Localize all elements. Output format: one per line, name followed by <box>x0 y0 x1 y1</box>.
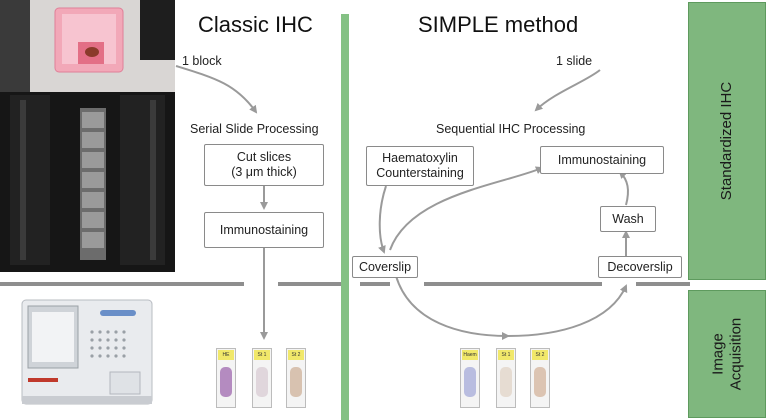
simple-slide-2: St 1 <box>496 348 516 408</box>
slide-label: St 2 <box>288 350 304 360</box>
wash-box: Wash <box>600 206 656 232</box>
cut-slices-box: Cut slices (3 μm thick) <box>204 144 324 186</box>
classic-slide-2: St 1 <box>252 348 272 408</box>
slide-tissue <box>500 367 512 397</box>
side-label-acquisition: Acquisition <box>726 317 744 391</box>
row-separator <box>0 282 690 286</box>
slide-tissue <box>256 367 268 397</box>
simple-method-title: SIMPLE method <box>418 12 579 37</box>
tissue-block-photo <box>54 7 124 73</box>
slide-tissue <box>290 367 302 397</box>
slide-scanner-photo <box>0 292 175 420</box>
slide-label: HE <box>218 350 234 360</box>
slide-label: Haem <box>462 350 478 360</box>
method-divider <box>341 14 349 420</box>
simple-immunostaining-box: Immunostaining <box>540 146 664 174</box>
simple-input-label: 1 slide <box>556 54 593 68</box>
classic-input-label: 1 block <box>182 54 222 68</box>
simple-slide-1: Haem <box>460 348 480 408</box>
slide-label: St 1 <box>254 350 270 360</box>
side-label-image-acquisition: Image Acquisition <box>709 318 745 391</box>
side-label-image: Image <box>708 333 726 375</box>
slide-label: St 1 <box>498 350 514 360</box>
decoverslip-box: Decoverslip <box>598 256 682 278</box>
haematoxylin-text: Haematoxylin <box>382 151 458 165</box>
slide-tissue <box>220 367 232 397</box>
slide-tissue <box>534 367 546 397</box>
cut-slices-text: Cut slices <box>236 150 292 164</box>
classic-immunostaining-box: Immunostaining <box>204 212 324 248</box>
side-panel-standardized-ihc: Standardized IHC <box>688 2 766 280</box>
classic-ihc-title: Classic IHC <box>198 12 313 37</box>
classic-process-label: Serial Slide Processing <box>190 122 319 136</box>
simple-process-label: Sequential IHC Processing <box>436 122 586 136</box>
classic-slide-1: HE <box>216 348 236 408</box>
slide-label: St 2 <box>532 350 548 360</box>
slide-tissue <box>464 367 476 397</box>
side-label-standardized-ihc: Standardized IHC <box>718 81 735 201</box>
side-panel-image-acquisition: Image Acquisition <box>688 290 766 418</box>
flow-arrows <box>175 65 630 340</box>
cut-thickness-text: (3 μm thick) <box>231 165 297 179</box>
classic-slide-3: St 2 <box>286 348 306 408</box>
counterstaining-text: Counterstaining <box>376 166 464 180</box>
simple-slide-3: St 2 <box>530 348 550 408</box>
haematoxylin-box: Haematoxylin Counterstaining <box>366 146 474 186</box>
tissue-block-and-ribbon-photo <box>0 0 175 272</box>
section-ribbon-photo <box>0 92 175 272</box>
coverslip-box: Coverslip <box>352 256 418 278</box>
